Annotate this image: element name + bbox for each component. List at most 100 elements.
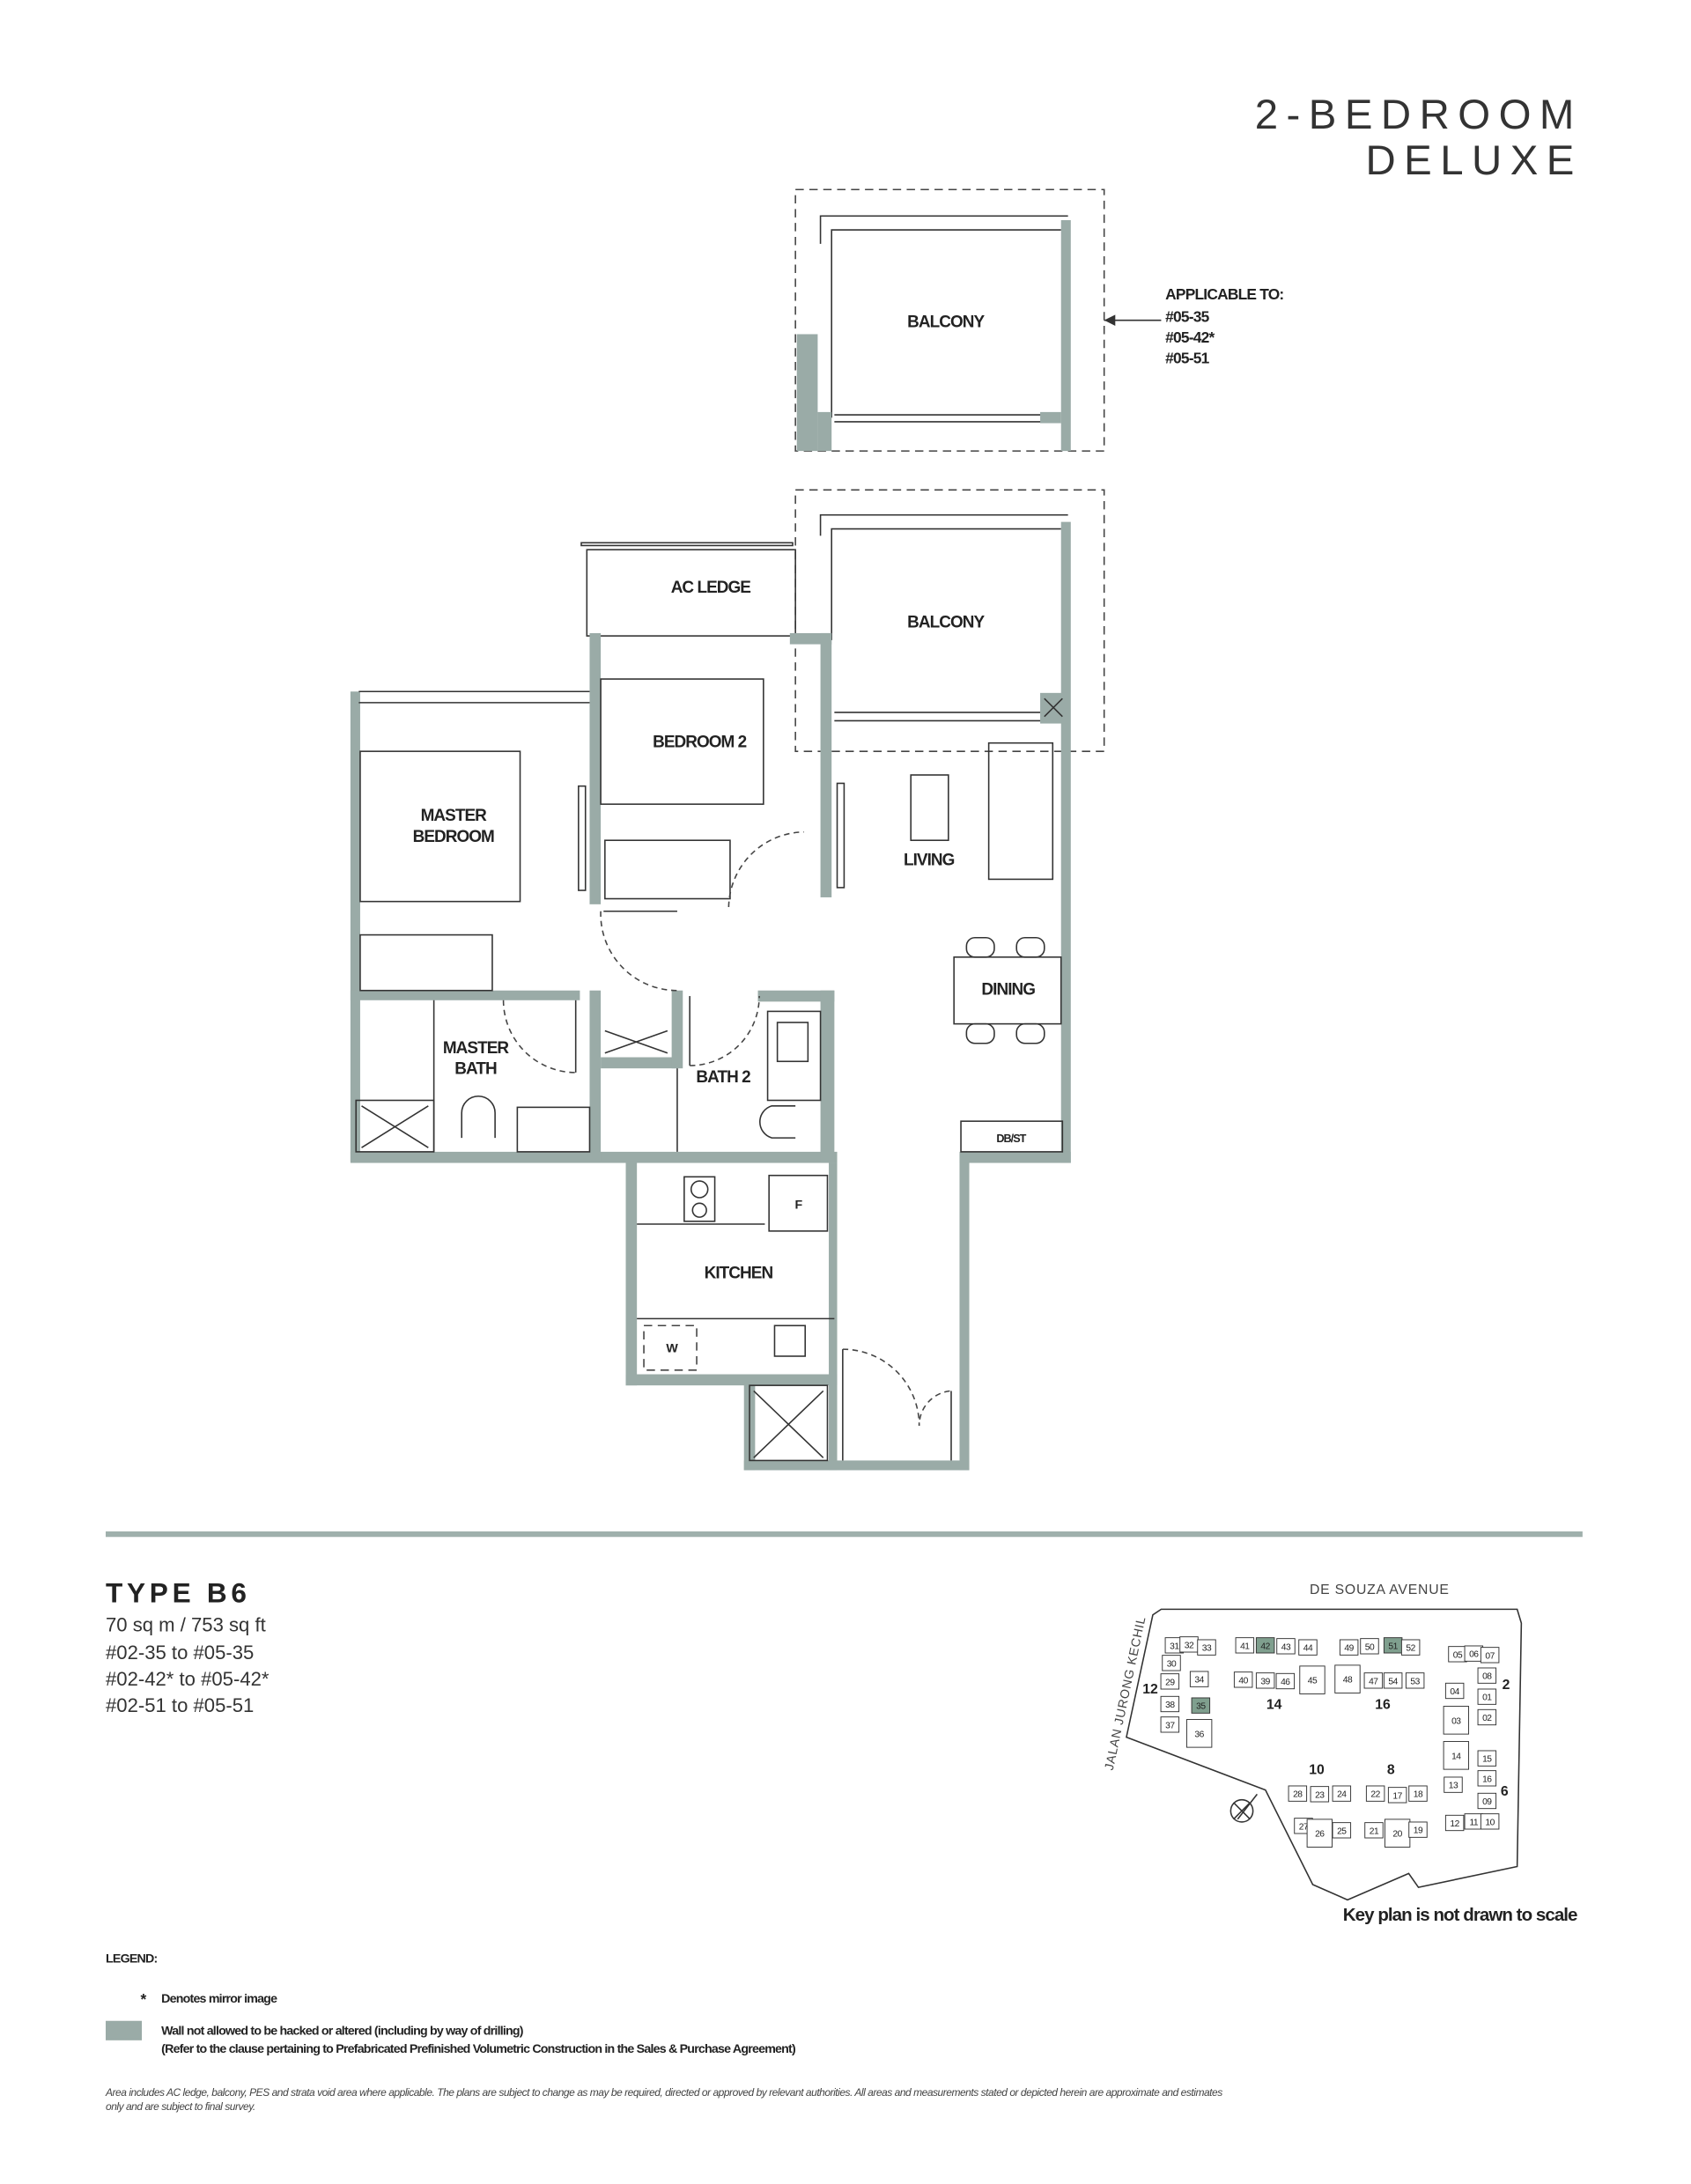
key-plan-block-label: 12 <box>1142 1682 1158 1697</box>
key-plan-unit-label: 41 <box>1240 1642 1250 1651</box>
key-plan-unit <box>1444 1814 1465 1832</box>
key-plan-unit <box>1332 1785 1352 1802</box>
dbst-label: DB/ST <box>996 1133 1026 1145</box>
key-plan-unit-label: 47 <box>1369 1677 1378 1686</box>
key-plan-unit-label: 34 <box>1194 1676 1204 1686</box>
key-plan-unit-label: 08 <box>1482 1672 1492 1682</box>
key-plan-unit-label: 45 <box>1308 1677 1318 1686</box>
key-plan-unit <box>1384 1819 1411 1848</box>
key-plan-unit <box>1233 1671 1253 1688</box>
applicable-unit: #05-51 <box>1165 350 1209 367</box>
key-plan-unit <box>1255 1637 1275 1654</box>
balcony-label: BALCONY <box>907 614 985 632</box>
applicable-unit: #05-35 <box>1165 307 1209 325</box>
unit-area: 70 sq m / 753 sq ft <box>106 1614 266 1636</box>
key-plan-unit <box>1387 1787 1407 1804</box>
key-plan-unit-label: 03 <box>1451 1716 1461 1726</box>
key-plan-unit <box>1160 1695 1180 1713</box>
master-bedroom-label: MASTER <box>421 807 488 825</box>
key-plan-unit-label: 04 <box>1450 1687 1459 1697</box>
key-plan-unit <box>1480 1647 1500 1664</box>
key-plan-unit-label: 30 <box>1167 1659 1177 1669</box>
key-plan-unit <box>1275 1672 1296 1690</box>
key-plan-unit <box>1477 1708 1497 1726</box>
key-plan-unit <box>1185 1719 1213 1748</box>
key-plan-unit <box>1477 1688 1497 1705</box>
key-plan-unit-label: 06 <box>1469 1650 1479 1660</box>
legend-title: LEGEND: <box>106 1952 157 1966</box>
key-plan-unit-label: 11 <box>1469 1818 1478 1827</box>
balcony-alt-label: BALCONY <box>907 314 985 332</box>
key-plan-unit-label: 13 <box>1449 1782 1458 1791</box>
key-plan-unit <box>1160 1716 1180 1733</box>
key-plan-unit <box>1255 1672 1275 1689</box>
master-bath-label: MASTER <box>443 1039 510 1058</box>
key-plan-block-label: 8 <box>1387 1763 1395 1778</box>
key-plan-unit <box>1477 1792 1497 1810</box>
unit-range: #02-42* to #05-42* <box>106 1668 270 1690</box>
key-plan-unit <box>1477 1770 1497 1787</box>
key-plan-unit <box>1298 1639 1318 1656</box>
wall-legend-text: (Refer to the clause pertaining to Prefa… <box>161 2042 796 2056</box>
key-plan-unit <box>1189 1671 1209 1687</box>
key-plan-unit <box>1365 1785 1385 1802</box>
key-plan-unit <box>1288 1785 1308 1802</box>
key-plan-block-label: 14 <box>1266 1697 1282 1712</box>
key-plan-unit <box>1339 1639 1359 1656</box>
key-plan-unit <box>1363 1672 1384 1689</box>
master-bath-label: BATH <box>454 1059 497 1078</box>
north-compass-icon <box>1229 1793 1258 1823</box>
road-top-label: DE SOUZA AVENUE <box>1310 1583 1450 1597</box>
master-bedroom-label: BEDROOM <box>413 828 494 846</box>
key-plan-unit <box>1276 1638 1296 1655</box>
key-plan-unit <box>1405 1672 1425 1689</box>
mirror-symbol: * <box>140 1990 146 2008</box>
key-plan-unit-label: 38 <box>1165 1701 1175 1710</box>
key-plan-unit-label: 09 <box>1482 1797 1492 1807</box>
bath2-label: BATH 2 <box>696 1068 750 1087</box>
footnote: Area includes AC ledge, balcony, PES and… <box>105 2086 1222 2099</box>
key-plan-unit <box>1408 1785 1428 1802</box>
key-plan: DE SOUZA AVENUE JALAN JURONG KECHIL Key … <box>1103 1583 1578 1925</box>
bedroom2-label: BEDROOM 2 <box>653 733 747 751</box>
ac-ledge-label: AC LEDGE <box>671 579 751 597</box>
key-plan-unit-label: 40 <box>1238 1676 1248 1686</box>
key-plan-unit-label: 27 <box>1299 1822 1309 1832</box>
key-plan-unit-label: 33 <box>1202 1644 1212 1654</box>
unit-range: #02-35 to #05-35 <box>106 1642 254 1664</box>
key-plan-unit-label: 39 <box>1260 1677 1270 1686</box>
key-plan-unit-label: 05 <box>1453 1650 1463 1660</box>
key-plan-unit-label: 07 <box>1485 1651 1495 1661</box>
key-plan-unit <box>1400 1639 1421 1656</box>
key-plan-block-label: 10 <box>1309 1763 1325 1778</box>
key-plan-note: Key plan is not drawn to scale <box>1343 1905 1577 1925</box>
key-plan-unit-label: 51 <box>1388 1642 1398 1651</box>
key-plan-unit <box>1334 1664 1361 1693</box>
key-plan-unit-label: 26 <box>1315 1830 1325 1840</box>
key-plan-unit-label: 53 <box>1410 1677 1420 1686</box>
key-plan-unit-label: 01 <box>1482 1693 1492 1703</box>
key-plan-unit <box>1235 1637 1255 1654</box>
key-plan-unit-label: 49 <box>1344 1644 1354 1654</box>
key-plan-unit-label: 46 <box>1281 1678 1290 1687</box>
washer-label: W <box>666 1341 678 1355</box>
wall-legend-swatch <box>106 2020 143 2040</box>
key-plan-unit-label: 31 <box>1170 1642 1179 1651</box>
key-plan-unit-label: 17 <box>1392 1791 1402 1801</box>
key-plan-unit <box>1443 1706 1470 1735</box>
key-plan-unit <box>1197 1639 1216 1656</box>
fridge-label: F <box>794 1199 802 1213</box>
key-plan-unit-label: 42 <box>1260 1642 1270 1651</box>
key-plan-unit <box>1360 1638 1379 1655</box>
key-plan-unit <box>1310 1786 1330 1803</box>
dining-label: DINING <box>981 980 1035 999</box>
key-plan-unit-label: 50 <box>1365 1642 1375 1652</box>
key-plan-block-label: 2 <box>1503 1678 1510 1693</box>
key-plan-unit-label: 28 <box>1293 1790 1303 1800</box>
key-plan-block-label: 6 <box>1501 1784 1509 1799</box>
key-plan-unit <box>1299 1665 1325 1694</box>
key-plan-unit <box>1444 1682 1465 1700</box>
arrow-head-icon <box>1104 314 1116 326</box>
key-plan-unit <box>1443 1741 1470 1770</box>
